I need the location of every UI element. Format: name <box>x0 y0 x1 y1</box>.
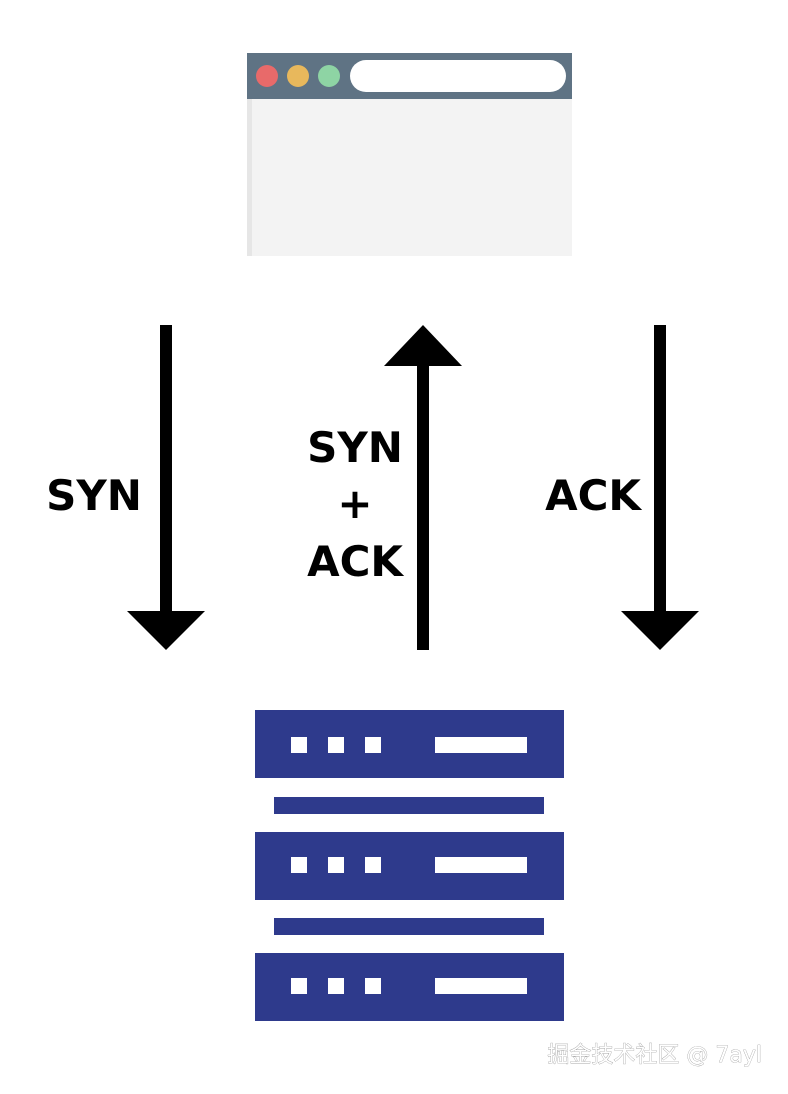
server-unit <box>255 710 564 778</box>
watermark-text: 掘金技术社区 @ 7ayl <box>547 1043 762 1068</box>
arrow-down-icon <box>621 611 699 650</box>
ack-arrow: ACK <box>545 325 699 650</box>
syn-ack-label-line-1: SYN <box>307 423 403 472</box>
arrow-down-icon <box>127 611 205 650</box>
address-bar <box>350 60 566 92</box>
server-light <box>328 857 344 873</box>
server-rack-icon <box>255 710 564 1021</box>
syn-ack-arrow-shaft <box>417 362 429 650</box>
server-unit <box>255 832 564 900</box>
server-drive-slot <box>435 857 527 873</box>
close-dot-icon <box>256 65 278 87</box>
server-light <box>291 857 307 873</box>
maximize-dot-icon <box>318 65 340 87</box>
server-unit <box>255 953 564 1021</box>
server-light <box>291 978 307 994</box>
server-light <box>365 978 381 994</box>
server-rail <box>274 797 544 814</box>
server-light <box>328 978 344 994</box>
syn-ack-label-line-2: + <box>337 479 372 528</box>
arrow-up-icon <box>384 325 462 366</box>
server-drive-slot <box>435 737 527 753</box>
syn-arrow-shaft <box>160 325 172 615</box>
browser-window-icon <box>247 53 572 256</box>
server-light <box>365 737 381 753</box>
server-rail <box>274 918 544 935</box>
server-light <box>291 737 307 753</box>
browser-content-edge <box>247 99 252 256</box>
ack-label: ACK <box>545 471 642 520</box>
minimize-dot-icon <box>287 65 309 87</box>
browser-content-area <box>247 99 572 256</box>
syn-arrow: SYN <box>46 325 205 650</box>
server-light <box>365 857 381 873</box>
syn-ack-arrow: SYN + ACK <box>307 325 462 650</box>
ack-arrow-shaft <box>654 325 666 615</box>
syn-label: SYN <box>46 471 142 520</box>
server-light <box>328 737 344 753</box>
server-drive-slot <box>435 978 527 994</box>
syn-ack-label-line-3: ACK <box>307 537 404 586</box>
